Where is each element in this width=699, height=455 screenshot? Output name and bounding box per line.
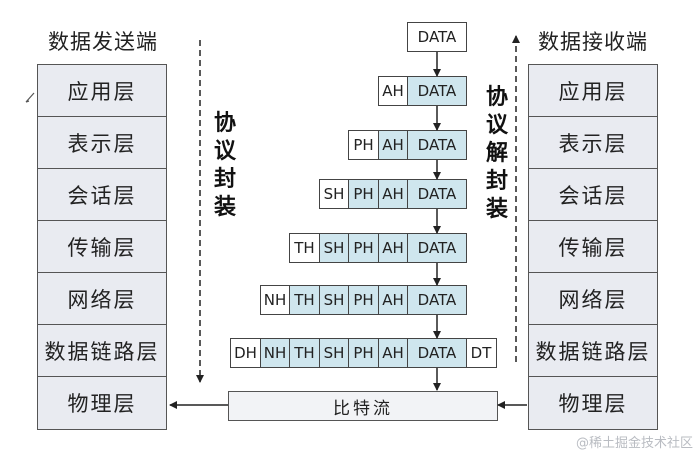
receiver-layer-session: 会话层 bbox=[529, 169, 657, 221]
encapsulation-label: 协议封装 bbox=[213, 111, 236, 220]
nh-header-cell: NH bbox=[259, 338, 291, 368]
sender-title: 数据发送端 bbox=[48, 30, 158, 54]
data-cell: DATA bbox=[407, 179, 467, 209]
ah-header-cell: AH bbox=[377, 285, 409, 315]
ah-header-cell: AH bbox=[377, 338, 409, 368]
receiver-layer-transport: 传输层 bbox=[529, 221, 657, 273]
sender-layer-session: 会话层 bbox=[38, 169, 166, 221]
receiver-layer-stack: 应用层 表示层 会话层 传输层 网络层 数据链路层 物理层 bbox=[528, 64, 658, 430]
decapsulation-label: 协议解封装 bbox=[485, 85, 508, 222]
sender-layer-presentation: 表示层 bbox=[38, 117, 166, 169]
sender-layer-transport: 传输层 bbox=[38, 221, 166, 273]
sender-layer-stack: 应用层 表示层 会话层 传输层 网络层 数据链路层 物理层 bbox=[37, 64, 167, 430]
receiver-layer-datalink: 数据链路层 bbox=[529, 325, 657, 377]
ah-header-cell: AH bbox=[377, 233, 409, 263]
sender-layer-application: 应用层 bbox=[38, 65, 166, 117]
receiver-layer-application: 应用层 bbox=[529, 65, 657, 117]
dt-header-cell: DT bbox=[465, 338, 497, 368]
data-cell: DATA bbox=[407, 76, 467, 106]
ph-header-cell: PH bbox=[348, 179, 379, 209]
packet-row: DATA bbox=[407, 22, 467, 52]
th-header-cell: TH bbox=[289, 233, 320, 263]
data-cell: DATA bbox=[407, 22, 467, 52]
sender-layer-network: 网络层 bbox=[38, 273, 166, 325]
watermark: @稀土掘金技术社区 bbox=[575, 436, 693, 451]
receiver-title: 数据接收端 bbox=[538, 30, 648, 54]
sh-header-cell: SH bbox=[318, 233, 350, 263]
sh-header-cell: SH bbox=[318, 338, 350, 368]
receiver-layer-presentation: 表示层 bbox=[529, 117, 657, 169]
sender-layer-datalink: 数据链路层 bbox=[38, 325, 166, 377]
ph-header-cell: PH bbox=[348, 130, 379, 160]
sh-header-cell: SH bbox=[318, 179, 350, 209]
ph-header-cell: PH bbox=[348, 338, 379, 368]
ah-header-cell: AH bbox=[377, 179, 409, 209]
receiver-layer-network: 网络层 bbox=[529, 273, 657, 325]
th-header-cell: TH bbox=[289, 338, 320, 368]
sender-layer-physical: 物理层 bbox=[67, 392, 137, 416]
th-header-cell: TH bbox=[289, 285, 320, 315]
data-cell: DATA bbox=[407, 233, 467, 263]
sh-header-cell: SH bbox=[318, 285, 350, 315]
pencil-mark-icon bbox=[25, 92, 35, 103]
ph-header-cell: PH bbox=[348, 233, 379, 263]
receiver-layer-physical: 物理层 bbox=[558, 392, 628, 416]
ph-header-cell: PH bbox=[348, 285, 379, 315]
ah-header-cell: AH bbox=[377, 76, 409, 106]
